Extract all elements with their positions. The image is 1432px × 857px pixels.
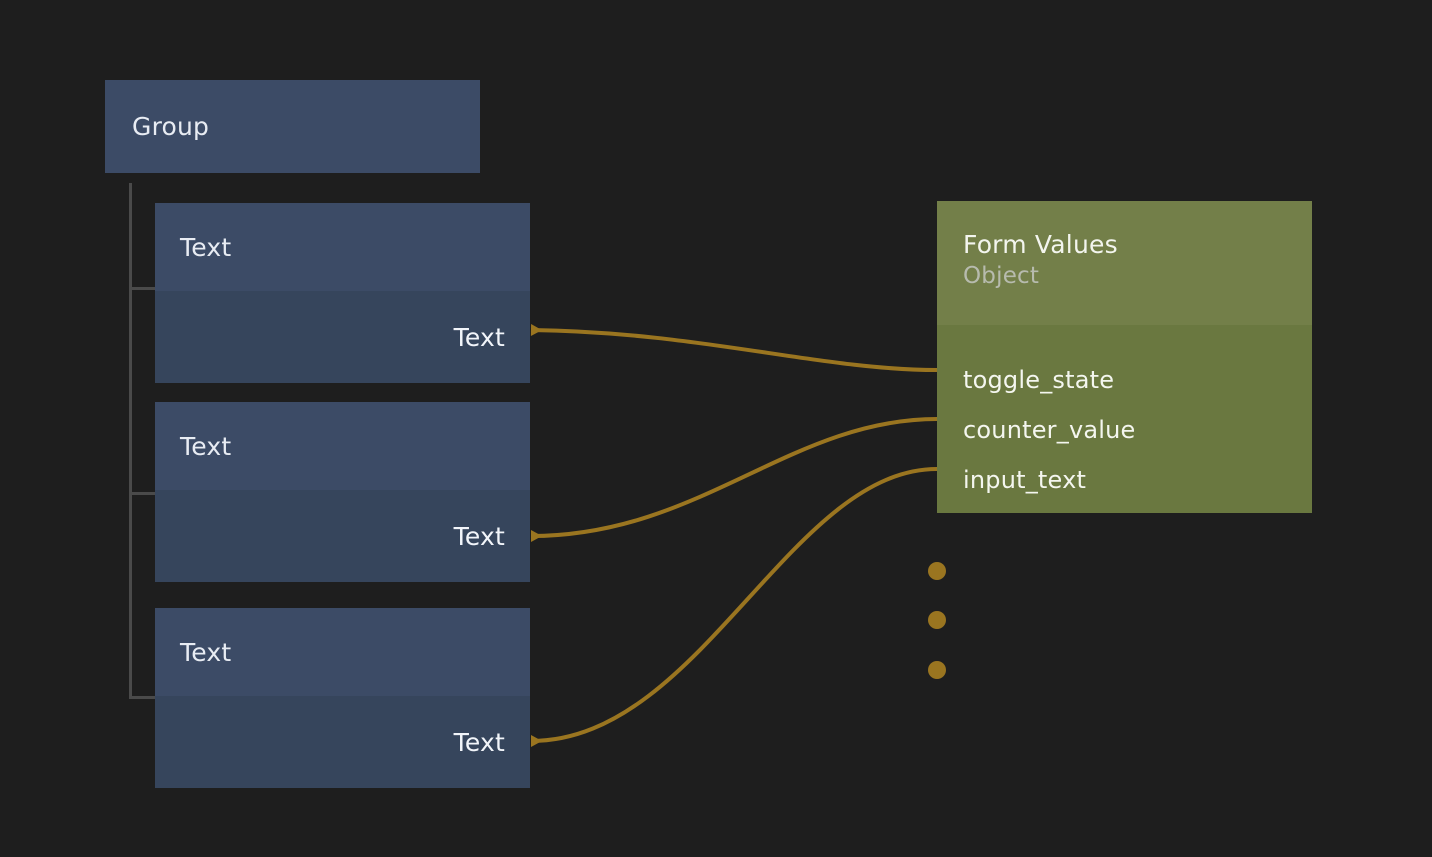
- object-node-form-values[interactable]: Form Values Object toggle_state counter_…: [928, 201, 1312, 679]
- child-node-1[interactable]: Text Text: [155, 203, 530, 383]
- child-node-2-port-label: Text: [453, 521, 505, 551]
- object-node-body: toggle_state counter_value input_text: [937, 325, 1312, 505]
- child-node-3-body[interactable]: Text: [155, 696, 530, 788]
- object-node-subtitle: Object: [963, 263, 1040, 289]
- port-dot-input-text[interactable]: [928, 661, 946, 679]
- edge-toggle-state: [530, 324, 938, 372]
- child-node-3-port-label: Text: [453, 727, 505, 757]
- group-node-title: Group: [132, 112, 210, 141]
- object-port-row-counter-value[interactable]: counter_value: [937, 405, 1312, 455]
- child-node-1-port-label: Text: [453, 322, 505, 352]
- tree-connector-stub-2: [129, 492, 156, 495]
- port-dot-toggle-state[interactable]: [928, 562, 946, 580]
- object-port-row-input-text[interactable]: input_text: [937, 455, 1312, 505]
- child-node-1-header[interactable]: Text: [155, 203, 530, 291]
- edge-input-text: [530, 467, 938, 747]
- edge-counter-value: [530, 417, 938, 542]
- child-node-1-body[interactable]: Text: [155, 291, 530, 383]
- object-port-label-input-text: input_text: [963, 466, 1087, 494]
- child-node-3[interactable]: Text Text: [155, 608, 530, 788]
- object-node-header[interactable]: Form Values Object: [937, 201, 1312, 325]
- tree-connector-stub-3: [129, 696, 156, 699]
- tree-connector-spine: [129, 183, 132, 699]
- child-node-2-header-label: Text: [180, 431, 232, 461]
- child-node-1-header-label: Text: [180, 232, 232, 262]
- child-node-3-header-label: Text: [180, 637, 232, 667]
- object-port-row-toggle-state[interactable]: toggle_state: [937, 355, 1312, 405]
- group-node[interactable]: Group: [105, 80, 480, 173]
- child-node-3-header[interactable]: Text: [155, 608, 530, 696]
- port-dot-counter-value[interactable]: [928, 611, 946, 629]
- object-port-label-counter-value: counter_value: [963, 416, 1136, 444]
- child-node-2-body[interactable]: Text: [155, 490, 530, 582]
- child-node-2[interactable]: Text Text: [155, 402, 530, 582]
- object-port-label-toggle-state: toggle_state: [963, 366, 1115, 394]
- tree-connector-stub-1: [129, 287, 156, 290]
- object-node-title: Form Values: [963, 230, 1118, 259]
- child-node-2-header[interactable]: Text: [155, 402, 530, 490]
